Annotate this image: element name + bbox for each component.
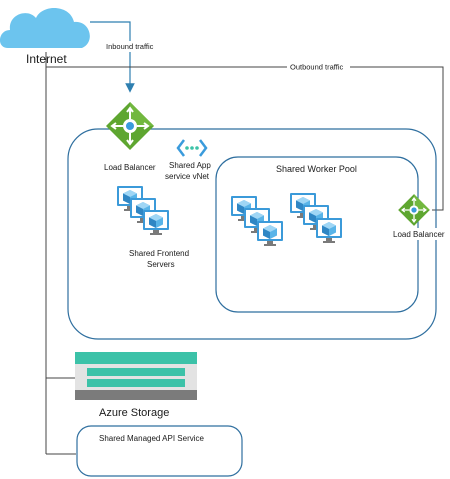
- worker-pool-label: Shared Worker Pool: [276, 164, 357, 174]
- frontend-label-line2: Servers: [147, 260, 175, 269]
- internet-label: Internet: [26, 52, 67, 66]
- outbound-line: [46, 66, 444, 211]
- outbound-load-balancer-label: Load Balancer: [393, 230, 445, 239]
- vnet-label-line2: service vNet: [165, 172, 210, 181]
- frontend-servers-icon: [117, 186, 169, 235]
- frontend-label-line1: Shared Frontend: [129, 249, 189, 258]
- storage-icon: [75, 352, 197, 400]
- api-service-label: Shared Managed API Service: [99, 434, 205, 443]
- cloud-icon: [0, 8, 90, 48]
- load-balancer-label: Load Balancer: [104, 163, 156, 172]
- load-balancer-icon: [105, 101, 155, 151]
- storage-label: Azure Storage: [99, 407, 169, 419]
- inbound-label: Inbound traffic: [106, 42, 154, 51]
- api-service-box: [76, 425, 243, 477]
- vnet-label-line1: Shared App: [169, 161, 211, 170]
- outbound-label: Outbound traffic: [290, 63, 343, 72]
- vnet-icon: [176, 139, 208, 157]
- inbound-arrow: [90, 21, 135, 93]
